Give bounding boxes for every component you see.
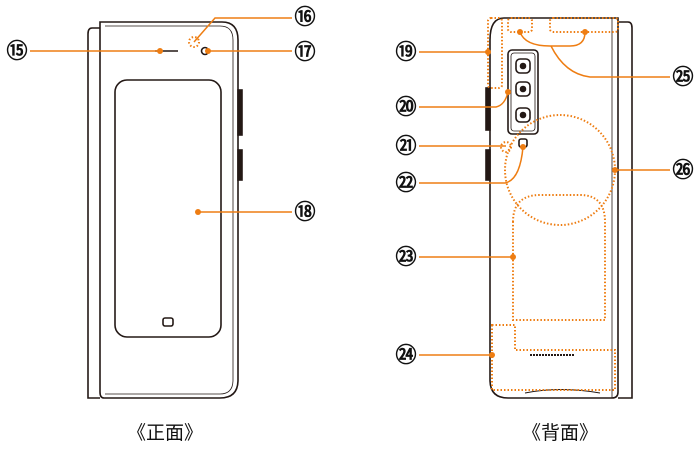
camera-lenses [515,58,531,123]
callout-26: ㉖ [672,158,694,182]
callout-17: ⑰ [294,40,316,64]
callout-24: ㉔ [395,343,417,367]
front-caption: 《正面》 [126,422,204,444]
antenna-area-25b [549,17,619,33]
antenna-area-23 [512,194,606,321]
callout-21: ㉑ [395,134,417,158]
callout-22: ㉒ [395,171,417,195]
callout-25: ㉕ [672,65,694,89]
callout-15: ⑮ [6,39,28,63]
antenna-area-24 [491,324,616,391]
callout-16: ⑯ [294,5,316,29]
nfc-area [504,114,616,226]
back-caption: 《背面》 [521,422,599,444]
antenna-area-19 [487,17,503,89]
front-phone [87,21,243,399]
side-key [237,149,243,181]
callout-20: ⑳ [395,95,417,119]
side-key [485,149,491,181]
callout-23: ㉓ [395,245,417,269]
volume-key [237,89,243,136]
back-phone [485,17,633,399]
cover-screen [114,79,222,338]
volume-key [485,87,491,131]
home-button-icon [162,317,174,327]
proximity-sensor-area [188,36,200,48]
callout-19: ⑲ [395,40,417,64]
callout-18: ⑱ [294,200,316,224]
